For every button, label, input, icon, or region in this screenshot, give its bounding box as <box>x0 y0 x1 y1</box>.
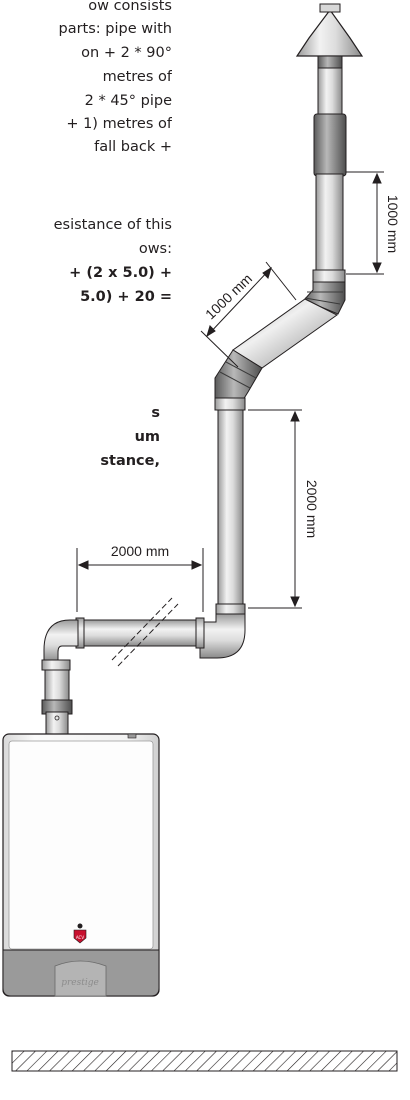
terminal-cap <box>295 3 364 71</box>
dimension-label-diagonal: 1000 mm <box>202 270 255 322</box>
boiler-adaptor <box>41 669 73 735</box>
elbow-90-right <box>199 613 246 659</box>
intro-line: ows: <box>138 241 172 257</box>
dimension-middle-vertical <box>248 409 302 609</box>
calculation-line: 5.0) + 20 = <box>80 289 172 305</box>
intro-line: metres of <box>102 69 172 85</box>
dimension-label-top-vertical: 1000 mm <box>385 195 401 253</box>
floor-hatching <box>11 1050 398 1072</box>
conclusion-line: um <box>134 429 160 445</box>
intro-line: parts: pipe with <box>58 21 172 37</box>
elbow-45-upper <box>303 281 346 315</box>
horizontal-pipe <box>75 597 205 667</box>
boiler-logo: ACV <box>73 923 87 944</box>
intro-line: on + 2 * 90° <box>81 45 172 61</box>
conclusion-line: s <box>151 405 160 421</box>
intro-line: 2 * 45° pipe <box>84 93 172 109</box>
elbow-90-left <box>41 619 79 671</box>
intro-line: esistance of this <box>53 217 172 233</box>
brand-label: prestige <box>61 978 99 988</box>
dimension-label-horizontal: 2000 mm <box>111 543 169 559</box>
dimension-horizontal <box>76 548 204 612</box>
intro-line: + 1) metres of <box>66 116 172 132</box>
dimension-top-vertical <box>346 171 384 275</box>
elbow-45-lower <box>214 349 263 401</box>
intro-line: fall back + <box>94 139 172 155</box>
conclusion-line: stance, <box>100 453 160 469</box>
diagonal-pipe <box>232 298 338 369</box>
calculation-line: + (2 x 5.0) + <box>69 265 172 281</box>
logo-text: ACV <box>76 935 84 940</box>
vertical-pipe-middle <box>214 397 246 615</box>
vertical-pipe-top <box>312 67 347 283</box>
dimension-label-middle-vertical: 2000 mm <box>304 480 320 538</box>
dimension-diagonal <box>200 261 297 368</box>
boiler <box>2 733 160 997</box>
intro-line: ow consists <box>88 0 172 14</box>
